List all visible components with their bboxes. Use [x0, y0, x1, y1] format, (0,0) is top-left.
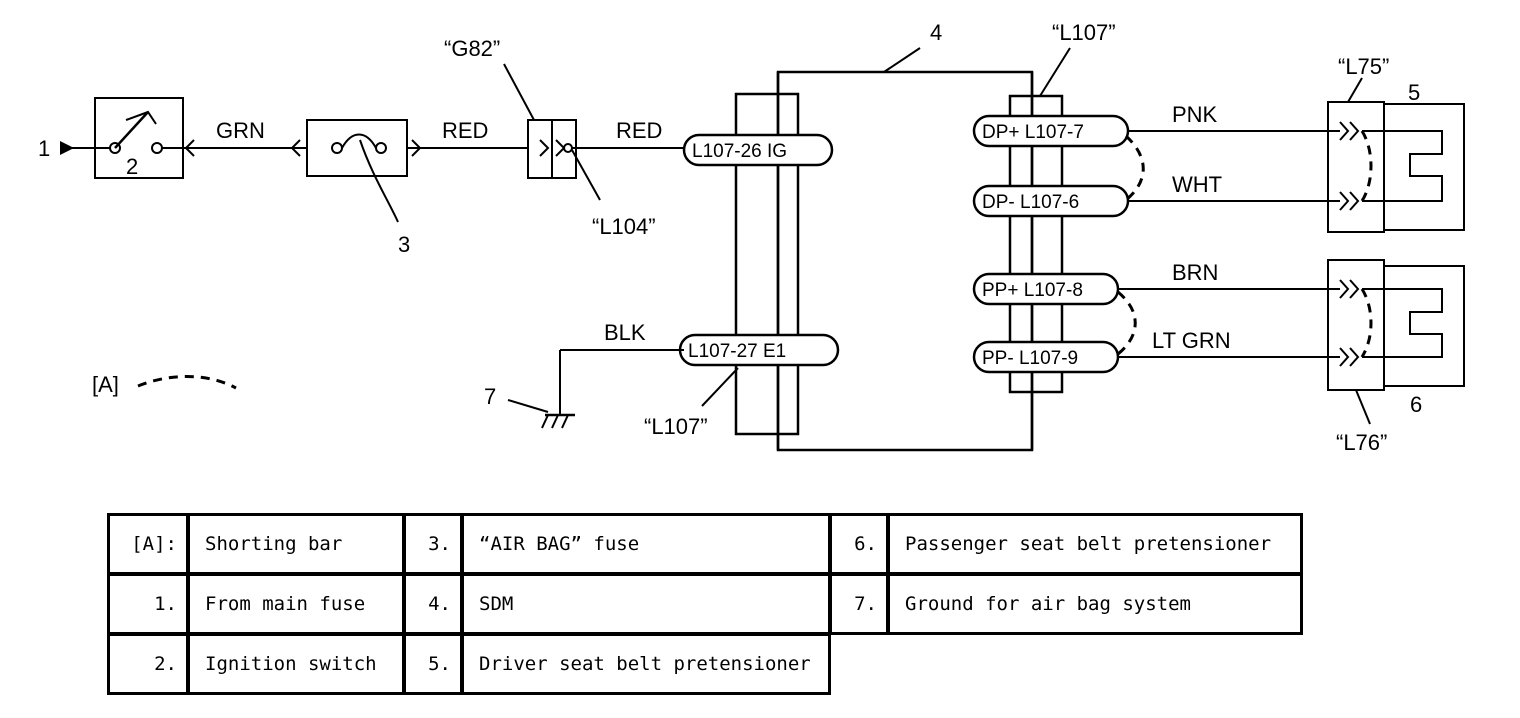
ground-wire-blk	[507, 349, 684, 429]
shorting-bar-driver	[1124, 134, 1145, 202]
svg-text:DP+ L107-7: DP+ L107-7	[982, 122, 1084, 143]
callout-3: 3	[398, 232, 410, 257]
connector-label-l107-top: “L107”	[1052, 20, 1116, 45]
legend-value: Shorting bar	[187, 513, 405, 575]
svg-text:DP- L107-6: DP- L107-6	[982, 192, 1079, 213]
svg-text:PP+ L107-8: PP+ L107-8	[982, 280, 1083, 301]
shorting-bar-legend-symbol	[137, 375, 237, 390]
wire-label-brn: BRN	[1172, 260, 1218, 285]
legend-key: 1.	[107, 573, 189, 635]
air-bag-fuse	[306, 119, 422, 223]
wire-label-lt-grn: LT GRN	[1152, 328, 1231, 353]
legend-key: 5.	[403, 633, 463, 695]
callout-1: 1	[38, 136, 50, 161]
wire-label-red-1: RED	[442, 118, 488, 143]
wire-label-red-2: RED	[616, 118, 662, 143]
sdm-pin-ig: L107-26 IG	[682, 133, 834, 167]
legend-key: 6.	[829, 513, 889, 575]
sdm-pin-pp-minus: PP- L107-9	[972, 340, 1120, 374]
callout-2: 2	[126, 154, 138, 179]
legend-value: Ignition switch	[187, 633, 405, 695]
legend-value: Ground for air bag system	[887, 573, 1303, 635]
shorting-bar-legend-label: [A]	[92, 372, 119, 397]
sdm-pin-e1: L107-27 E1	[678, 333, 840, 367]
svg-text:PP- L107-9: PP- L107-9	[982, 348, 1078, 369]
connector-label-l107-bottom: “L107”	[644, 414, 708, 439]
callout-5: 5	[1408, 80, 1420, 105]
shorting-bar-passenger	[1117, 290, 1137, 356]
connector-g82-l104	[503, 63, 601, 201]
legend-row: [A]: Shorting bar 3. “AIR BAG” fuse 6. P…	[107, 513, 1303, 575]
legend-value: “AIR BAG” fuse	[461, 513, 831, 575]
wire-label-pnk: PNK	[1172, 102, 1218, 127]
connector-label-l76: “L76”	[1336, 430, 1387, 455]
l107-bottom-leader	[701, 367, 739, 407]
sdm	[734, 47, 1071, 452]
legend-row: 1. From main fuse 4. SDM 7. Ground for a…	[107, 573, 1303, 635]
sdm-pin-dp-plus: DP+ L107-7	[972, 114, 1130, 148]
svg-text:L107-27 E1: L107-27 E1	[688, 341, 786, 362]
callout-6: 6	[1410, 392, 1422, 417]
wire-label-blk: BLK	[604, 320, 646, 345]
wire-grn	[162, 139, 307, 157]
legend-key: [A]:	[107, 513, 189, 575]
main-fuse-feed-arrow-icon	[60, 141, 110, 155]
legend-key: 3.	[403, 513, 463, 575]
legend-key: 7.	[829, 573, 889, 635]
wire-label-grn: GRN	[216, 118, 265, 143]
svg-text:L107-26 IG: L107-26 IG	[692, 141, 787, 162]
passenger-pretensioner	[1327, 259, 1465, 425]
legend-value: Driver seat belt pretensioner	[461, 633, 831, 695]
legend-row: 2. Ignition switch 5. Driver seat belt p…	[107, 633, 1302, 695]
callout-4: 4	[930, 20, 942, 45]
legend-value: SDM	[461, 573, 831, 635]
connector-label-l75: “L75”	[1338, 54, 1389, 79]
legend-value: Passenger seat belt pretensioner	[887, 513, 1303, 575]
wiring-diagram: 1 2 GRN 3 RED “G82” “L104” RED	[38, 20, 1465, 455]
legend-value: From main fuse	[187, 573, 405, 635]
driver-pretensioner	[1327, 77, 1465, 233]
connector-label-l104: “L104”	[592, 214, 656, 239]
sdm-pin-dp-minus: DP- L107-6	[972, 184, 1130, 218]
legend-key: 4.	[403, 573, 463, 635]
callout-7: 7	[484, 384, 496, 409]
wire-label-wht: WHT	[1172, 172, 1222, 197]
sdm-pin-pp-plus: PP+ L107-8	[972, 272, 1120, 306]
legend-key: 2.	[107, 633, 189, 695]
connector-label-g82: “G82”	[444, 36, 500, 61]
legend-table: [A]: Shorting bar 3. “AIR BAG” fuse 6. P…	[107, 513, 1303, 695]
ignition-switch	[94, 97, 184, 179]
